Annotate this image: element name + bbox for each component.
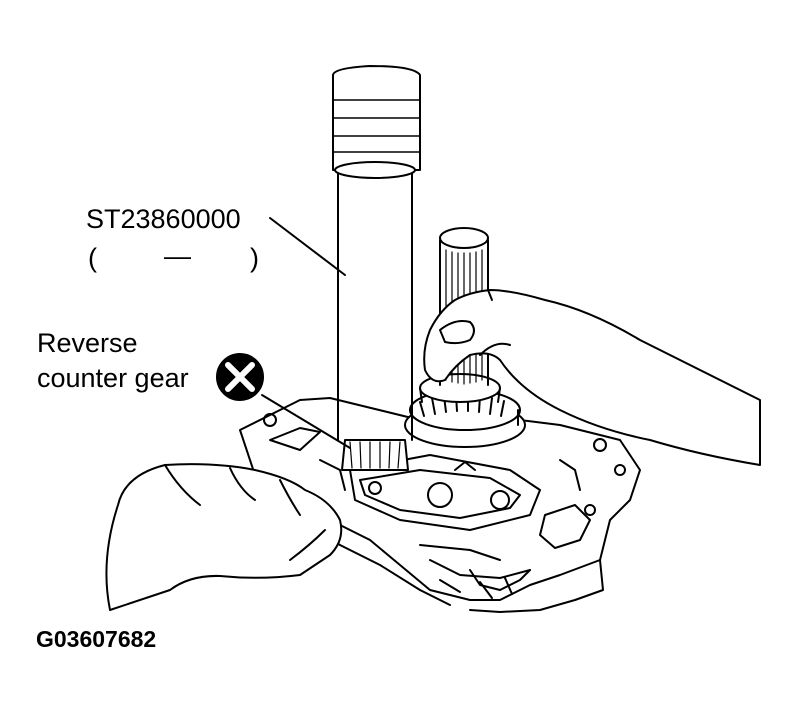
figure-code: G03607682 <box>36 626 157 652</box>
tool-leader-line <box>269 217 346 276</box>
x-circle-icon <box>216 353 264 401</box>
tool-paren-close: ) <box>250 243 259 273</box>
gear-cluster <box>404 373 526 448</box>
tool-paren-open: ( <box>88 243 97 273</box>
transmission-case <box>239 397 641 613</box>
tool-number-label: ST23860000 <box>86 204 241 234</box>
part-label-line2: counter gear <box>37 363 189 393</box>
gear-leader-line <box>261 394 351 449</box>
tool-dash: — <box>164 241 191 271</box>
left-hand <box>105 463 343 611</box>
right-hand <box>423 289 761 466</box>
part-label-line1: Reverse <box>37 328 138 358</box>
press-tool <box>332 65 421 471</box>
